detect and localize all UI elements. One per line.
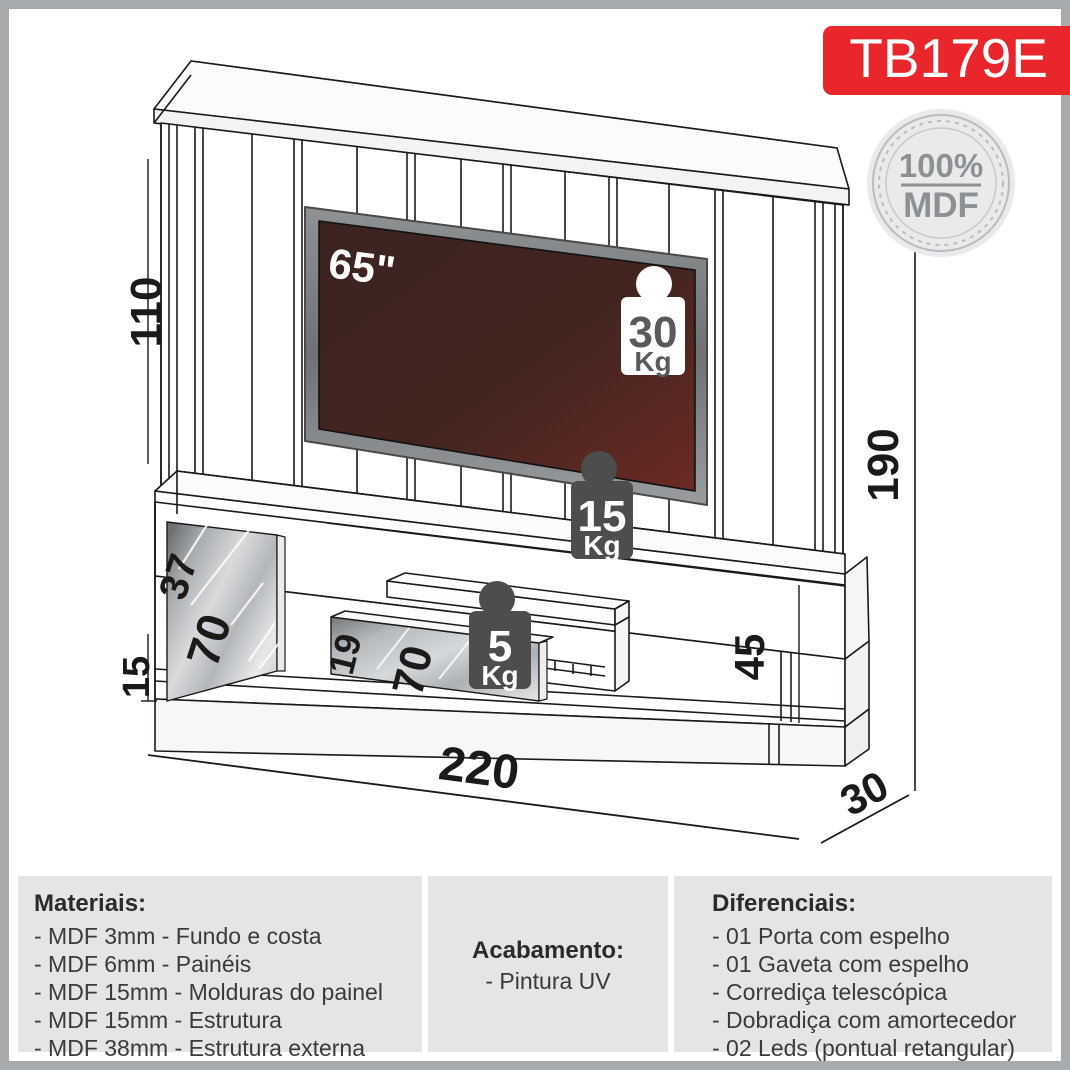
features-item: - Corrediça telescópica	[712, 979, 948, 1006]
panel-divider	[422, 876, 428, 1052]
features-title: Diferenciais:	[712, 890, 857, 917]
dimension-total-height: 190	[859, 428, 908, 501]
seal-ring-inner	[885, 127, 997, 239]
dimension-base-height: 45	[726, 634, 773, 681]
materials-title: Materiais:	[34, 890, 147, 917]
seal-percent-text: 100%	[899, 147, 983, 184]
finish-item: - Pintura UV	[485, 967, 611, 994]
spec-info-bar: Materiais: - MDF 3mm - Fundo e costa - M…	[18, 876, 1052, 1061]
dimension-drawer-height: 19	[320, 630, 369, 679]
finish-title: Acabamento:	[471, 936, 625, 964]
materials-item: - MDF 38mm - Estrutura externa	[34, 1035, 366, 1062]
dimension-depth: 30	[833, 761, 896, 824]
tv-size-label: 65"	[326, 239, 398, 294]
drawer-weight-unit: Kg	[481, 660, 518, 691]
seal-outer-disc	[867, 109, 1015, 257]
features-item: - 01 Porta com espelho	[712, 923, 950, 949]
panel-divider	[668, 876, 674, 1052]
materials-item: - MDF 6mm - Painéis	[34, 951, 252, 978]
product-sku-badge: TB179E	[823, 26, 1070, 95]
tv-weight-value: 30	[629, 308, 678, 357]
seal-material-text: MDF	[903, 186, 979, 225]
shelf-weight-unit: Kg	[583, 530, 620, 561]
features-item: - 02 Leds (pontual retangular)	[712, 1035, 1016, 1062]
dimension-drawer-width: 70	[383, 641, 442, 700]
features-item: - 01 Gaveta com espelho	[712, 951, 969, 978]
dimension-bottom-left-height: 15	[116, 656, 158, 698]
seal-ring-outer	[872, 114, 1010, 252]
tv-weight-tag: 30 Kg	[621, 266, 685, 377]
materials-item: - MDF 15mm - Molduras do painel	[34, 979, 383, 1006]
dimension-total-width: 220	[436, 737, 522, 800]
finish-panel: Acabamento: - Pintura UV	[428, 876, 668, 1052]
mdf-seal-badge: 100% MDF	[867, 109, 1015, 257]
shelf-weight-tag: 15 Kg	[571, 451, 633, 561]
dimension-panel-height: 110	[122, 277, 171, 348]
materials-panel: Materiais: - MDF 3mm - Fundo e costa - M…	[18, 876, 422, 1061]
materials-item: - MDF 3mm - Fundo e costa	[34, 923, 322, 949]
seal-ring-dashed	[878, 120, 1004, 246]
features-panel: Diferenciais: - 01 Porta com espelho - 0…	[674, 876, 1052, 1061]
tv-weight-unit: Kg	[634, 346, 671, 377]
drawer-weight-tag: 5 Kg	[469, 581, 531, 691]
materials-item: - MDF 15mm - Estrutura	[34, 1007, 282, 1034]
shelf-weight-value: 15	[578, 492, 627, 541]
furniture-technical-drawing: 65" 110 15 190 45 220 30 37 70 19 70 30 …	[116, 60, 916, 844]
drawer-weight-value: 5	[488, 622, 512, 671]
features-item: - Dobradiça com amortecedor	[712, 1007, 1017, 1034]
